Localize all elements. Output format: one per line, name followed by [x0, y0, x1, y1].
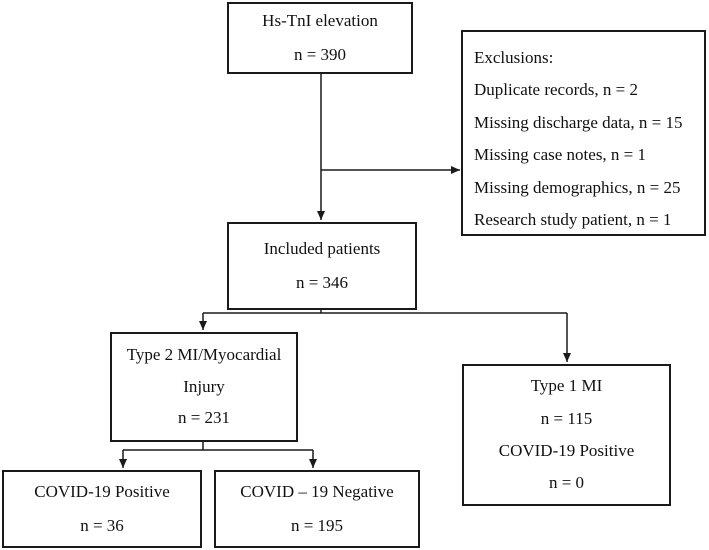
type2-label-line1: Type 2 MI/Myocardial — [126, 345, 282, 365]
type2-label-line2: Injury — [183, 376, 225, 396]
exclusion-item: Research study patient, n = 1 — [474, 209, 672, 229]
exclusion-item: Missing case notes, n = 1 — [474, 145, 647, 165]
covid-negative-count: n = 195 — [290, 516, 344, 535]
covid-positive-count: n = 36 — [80, 516, 124, 535]
hs-tni-box: Hs-TnI elevation n = 390 — [227, 2, 413, 74]
exclusion-item: Missing discharge data, n = 15 — [474, 112, 683, 132]
exclusions-box: Exclusions: Duplicate records, n = 2 Mis… — [461, 30, 706, 236]
covid-positive-label: COVID-19 Positive — [34, 481, 170, 501]
included-label: Included patients — [263, 238, 381, 258]
exclusion-item: Missing demographics, n = 25 — [474, 177, 681, 197]
type1-covid-count: n = 0 — [548, 473, 585, 493]
included-patients-box: Included patients n = 346 — [227, 222, 417, 310]
exclusion-item: Duplicate records, n = 2 — [474, 80, 638, 100]
type2-mi-box: Type 2 MI/Myocardial Injury n = 231 — [110, 332, 298, 442]
type1-label: Type 1 MI — [530, 376, 603, 396]
type1-mi-box: Type 1 MI n = 115 COVID-19 Positive n = … — [462, 364, 671, 506]
hs-tni-count: n = 390 — [293, 45, 347, 64]
covid-negative-label: COVID – 19 Negative — [240, 481, 394, 501]
hs-tni-label: Hs-TnI elevation — [262, 10, 378, 30]
included-count: n = 346 — [295, 273, 349, 292]
type2-count: n = 231 — [177, 408, 231, 428]
exclusions-title: Exclusions: — [474, 48, 554, 67]
covid-positive-box: COVID-19 Positive n = 36 — [2, 470, 202, 548]
type1-covid-label: COVID-19 Positive — [498, 441, 635, 460]
type1-count: n = 115 — [540, 408, 593, 428]
covid-negative-box: COVID – 19 Negative n = 195 — [214, 470, 420, 548]
